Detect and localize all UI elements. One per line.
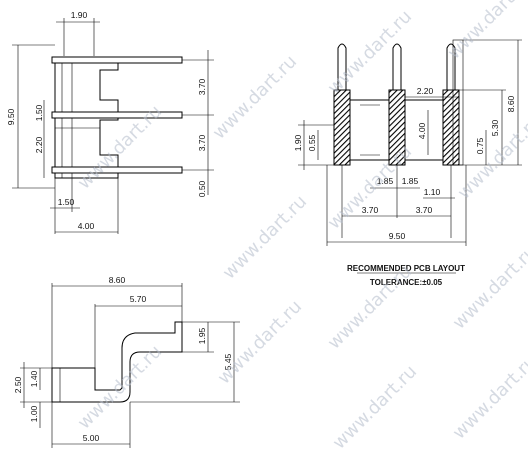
pin-profile-outline [51,321,183,403]
watermark: www.dart.ru [219,191,311,283]
watermark: www.dart.ru [449,351,528,443]
dim-height-pin: 5.30 [490,119,500,136]
dim-bottom-small: 1.50 [58,197,75,207]
dim-body-left: 1.50 [34,104,44,121]
watermark: www.dart.ru [74,341,166,433]
dim-pitch-right: 3.70 [416,205,433,215]
pin-profile-view: 8.60 5.70 1.95 5.45 2.50 1.40 1.00 5.00 [13,275,240,448]
dim-small-110: 1.10 [424,187,441,197]
dim-pin-spacing-top: 2.20 [417,86,434,96]
dim-pitch-left: 3.70 [362,205,379,215]
watermark: www.dart.ru [449,241,528,333]
pcb-pin-right [442,39,464,166]
dim-left-250: 2.50 [13,376,23,393]
watermark: www.dart.ru [209,51,301,143]
dim-body-slot: 2.20 [34,136,44,153]
dim-left-055: 0.55 [307,134,317,151]
dim-right-075: 0.75 [475,137,485,154]
dim-pin-thickness: 0.50 [197,180,207,197]
dim-pitch-lower: 3.70 [197,134,207,151]
dim-bottom-length: 5.00 [83,433,100,443]
dim-pitch-upper: 3.70 [197,78,207,95]
side-view: 1.90 9.50 1.50 2.20 3.70 3.70 0.50 1.50 … [6,10,214,234]
dim-left-140: 1.40 [29,370,39,387]
dim-overall-width: 9.50 [389,231,406,241]
side-pin-top [51,56,183,64]
dim-bottom-width: 4.00 [78,221,95,231]
dim-right-total: 5.45 [223,353,233,370]
pcb-pin-middle [388,43,406,166]
dim-gap-left: 1.85 [377,176,394,186]
dim-gap-right: 1.85 [402,176,419,186]
dim-upper-length: 5.70 [130,294,147,304]
watermark: www.dart.ru [329,361,421,453]
dim-top-width: 1.90 [71,10,88,20]
dim-left-100: 1.00 [29,405,39,422]
dim-right-height: 1.95 [197,327,207,344]
pcb-pin-left [333,43,351,166]
dim-height-total: 8.60 [506,95,516,112]
watermark-layer: www.dart.ru www.dart.ru www.dart.ru www.… [74,0,528,454]
dim-left-190: 1.90 [293,134,303,151]
watermark: www.dart.ru [214,296,306,388]
dim-center-400: 4.00 [417,122,427,139]
pcb-caption: RECOMMENDED PCB LAYOUT [347,264,465,273]
pcb-tolerance: TOLERANCE:±0.05 [370,278,443,287]
watermark: www.dart.ru [444,0,528,64]
dim-overall-height: 9.50 [6,108,16,125]
watermark: www.dart.ru [324,261,416,353]
dim-top-length: 8.60 [109,275,126,285]
pcb-layout-view: 2.20 8.60 5.30 0.75 1.90 0.55 4.00 1.85 … [293,39,522,287]
side-pin-bottom [51,166,183,174]
